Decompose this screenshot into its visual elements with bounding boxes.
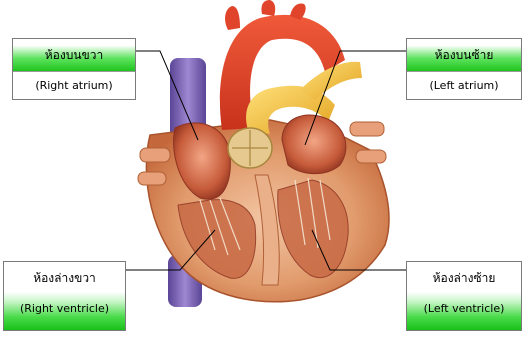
right-ventricle-label: ห้องล่างขวา (Right ventricle) <box>3 261 126 331</box>
left-atrium-label: ห้องบนซ้าย (Left atrium) <box>406 38 522 100</box>
left-atrium-english: (Left atrium) <box>407 72 521 100</box>
right-ventricle-english: (Right ventricle) <box>4 292 125 330</box>
right-atrium-thai: ห้องบนขวา <box>13 39 135 72</box>
right-atrium-label: ห้องบนขวา (Right atrium) <box>12 38 136 100</box>
bottom-caption <box>176 326 346 339</box>
left-atrium-thai: ห้องบนซ้าย <box>407 39 521 72</box>
right-atrium-english: (Right atrium) <box>13 72 135 100</box>
left-ventricle-thai: ห้องล่างซ้าย <box>407 262 521 292</box>
left-ventricle-english: (Left ventricle) <box>407 292 521 330</box>
heart-valve <box>228 128 272 168</box>
left-ventricle-label: ห้องล่างซ้าย (Left ventricle) <box>406 261 522 331</box>
right-ventricle-thai: ห้องล่างขวา <box>4 262 125 292</box>
left-atrium-chamber <box>282 115 346 174</box>
